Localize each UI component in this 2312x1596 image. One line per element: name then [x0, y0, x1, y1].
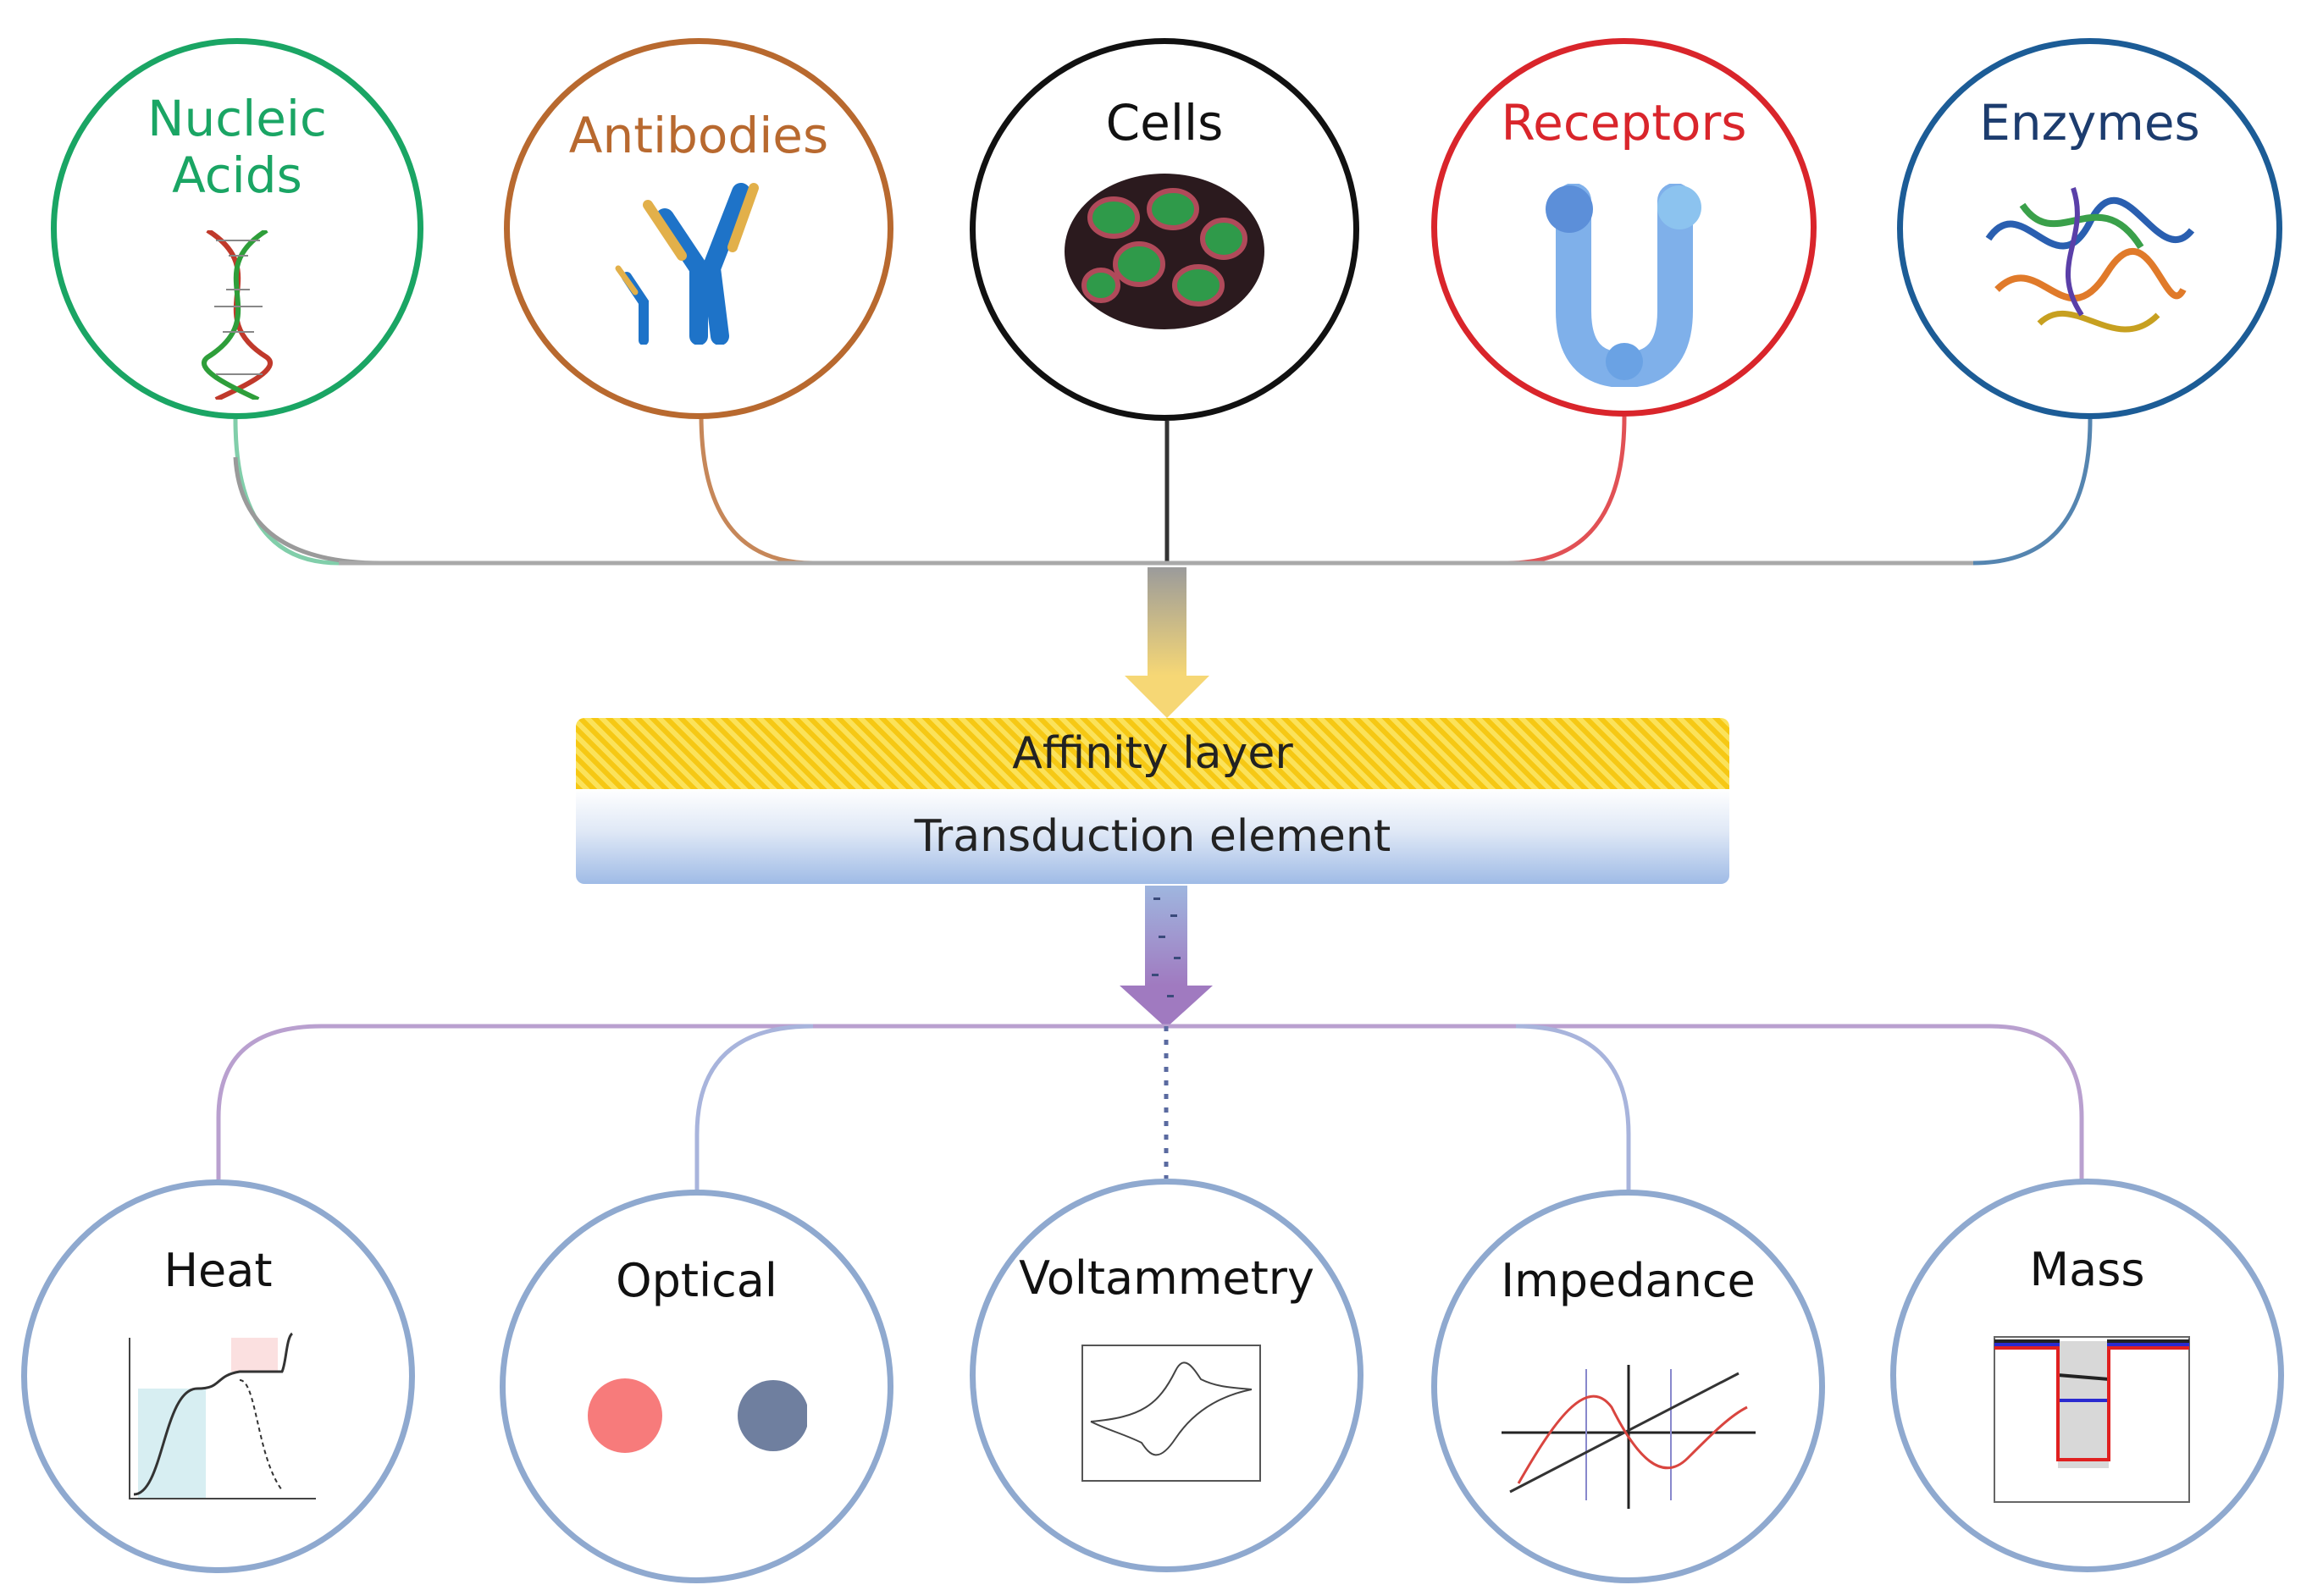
recognition-nucleic-acids: Nucleic Acids — [51, 38, 423, 419]
transducer-voltammetry: Voltammetry — [970, 1179, 1363, 1572]
enzymes-label: Enzymes — [1979, 94, 2200, 152]
transducer-heat: Heat — [21, 1179, 415, 1573]
nucleic-acids-label: Nucleic Acids — [147, 90, 327, 204]
cyclic-voltammogram-icon — [1081, 1345, 1261, 1482]
affinity-layer: Affinity layer — [576, 718, 1729, 789]
affinity-layer-label: Affinity layer — [1012, 728, 1293, 779]
cells-label: Cells — [1105, 94, 1224, 152]
bottom-connector-lines — [216, 1024, 2084, 1190]
recognition-receptors: Receptors — [1431, 38, 1817, 417]
transducer-optical: Optical — [500, 1190, 893, 1583]
top-connector-lines — [233, 414, 2093, 566]
antibody-icon — [615, 183, 759, 345]
mass-response-plot-icon — [1993, 1336, 2190, 1503]
transduction-element: Transduction element — [576, 789, 1729, 884]
recognition-cells: Cells — [970, 38, 1359, 421]
mass-label: Mass — [2029, 1243, 2145, 1296]
down-arrow-top — [1125, 567, 1209, 718]
dna-helix-icon — [202, 230, 273, 400]
impedance-curve-icon — [1501, 1365, 1756, 1509]
voltammetry-label: Voltammetry — [1019, 1251, 1314, 1305]
down-arrow-bottom — [1120, 886, 1213, 1028]
enzyme-structure-icon — [1985, 187, 2194, 333]
color-dots-icon — [587, 1378, 807, 1453]
antibodies-label: Antibodies — [568, 107, 829, 164]
transducer-mass: Mass — [1890, 1179, 2284, 1572]
transduction-element-label: Transduction element — [914, 811, 1391, 862]
cells-micrograph-icon — [1065, 174, 1264, 329]
impedance-label: Impedance — [1501, 1254, 1756, 1307]
recognition-enzymes: Enzymes — [1897, 38, 2282, 419]
sensor-layer-bar: Affinity layer Transduction element — [576, 718, 1729, 884]
thermal-curve-icon — [128, 1332, 316, 1499]
optical-label: Optical — [616, 1254, 777, 1307]
receptors-label: Receptors — [1501, 94, 1747, 152]
heat-label: Heat — [163, 1244, 273, 1297]
transducer-impedance: Impedance — [1431, 1190, 1825, 1583]
recognition-antibodies: Antibodies — [504, 38, 893, 419]
receptor-protein-icon — [1545, 184, 1701, 387]
